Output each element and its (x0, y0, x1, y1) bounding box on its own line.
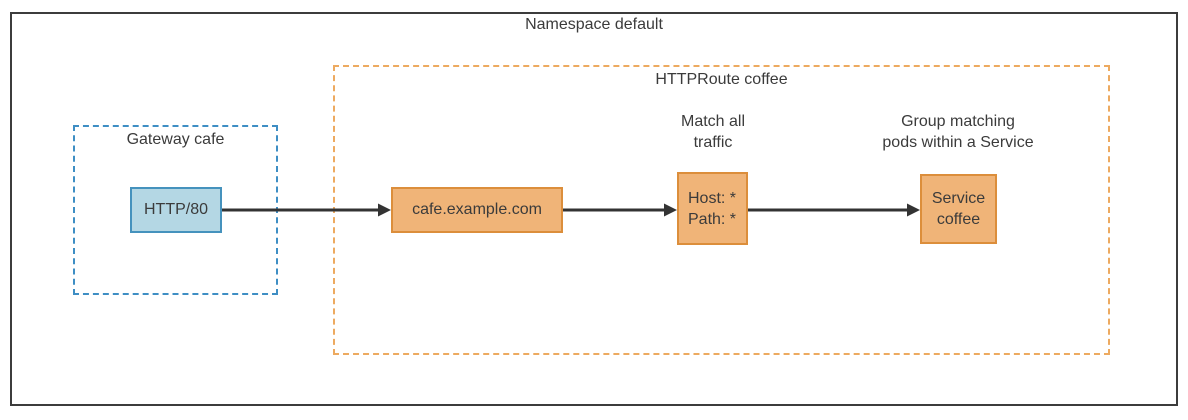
gateway-label: Gateway cafe (126, 131, 225, 148)
service-grouping-annotation: Group matching pods within a Service (882, 113, 1034, 151)
host-rule: Host: * (688, 189, 737, 207)
path-rule: Path: * (688, 210, 737, 228)
match-all-traffic-annotation: Match all traffic (680, 113, 746, 151)
match-rules-node: Host: * Path: * (677, 172, 748, 245)
service-node: Service coffee (920, 174, 997, 244)
namespace-label: Namespace default (525, 16, 663, 33)
httproute-label: HTTPRoute coffee (655, 71, 788, 88)
namespace-boundary (10, 12, 1178, 406)
hostname-node: cafe.example.com (391, 187, 563, 233)
gateway-listener-node: HTTP/80 (130, 187, 222, 233)
